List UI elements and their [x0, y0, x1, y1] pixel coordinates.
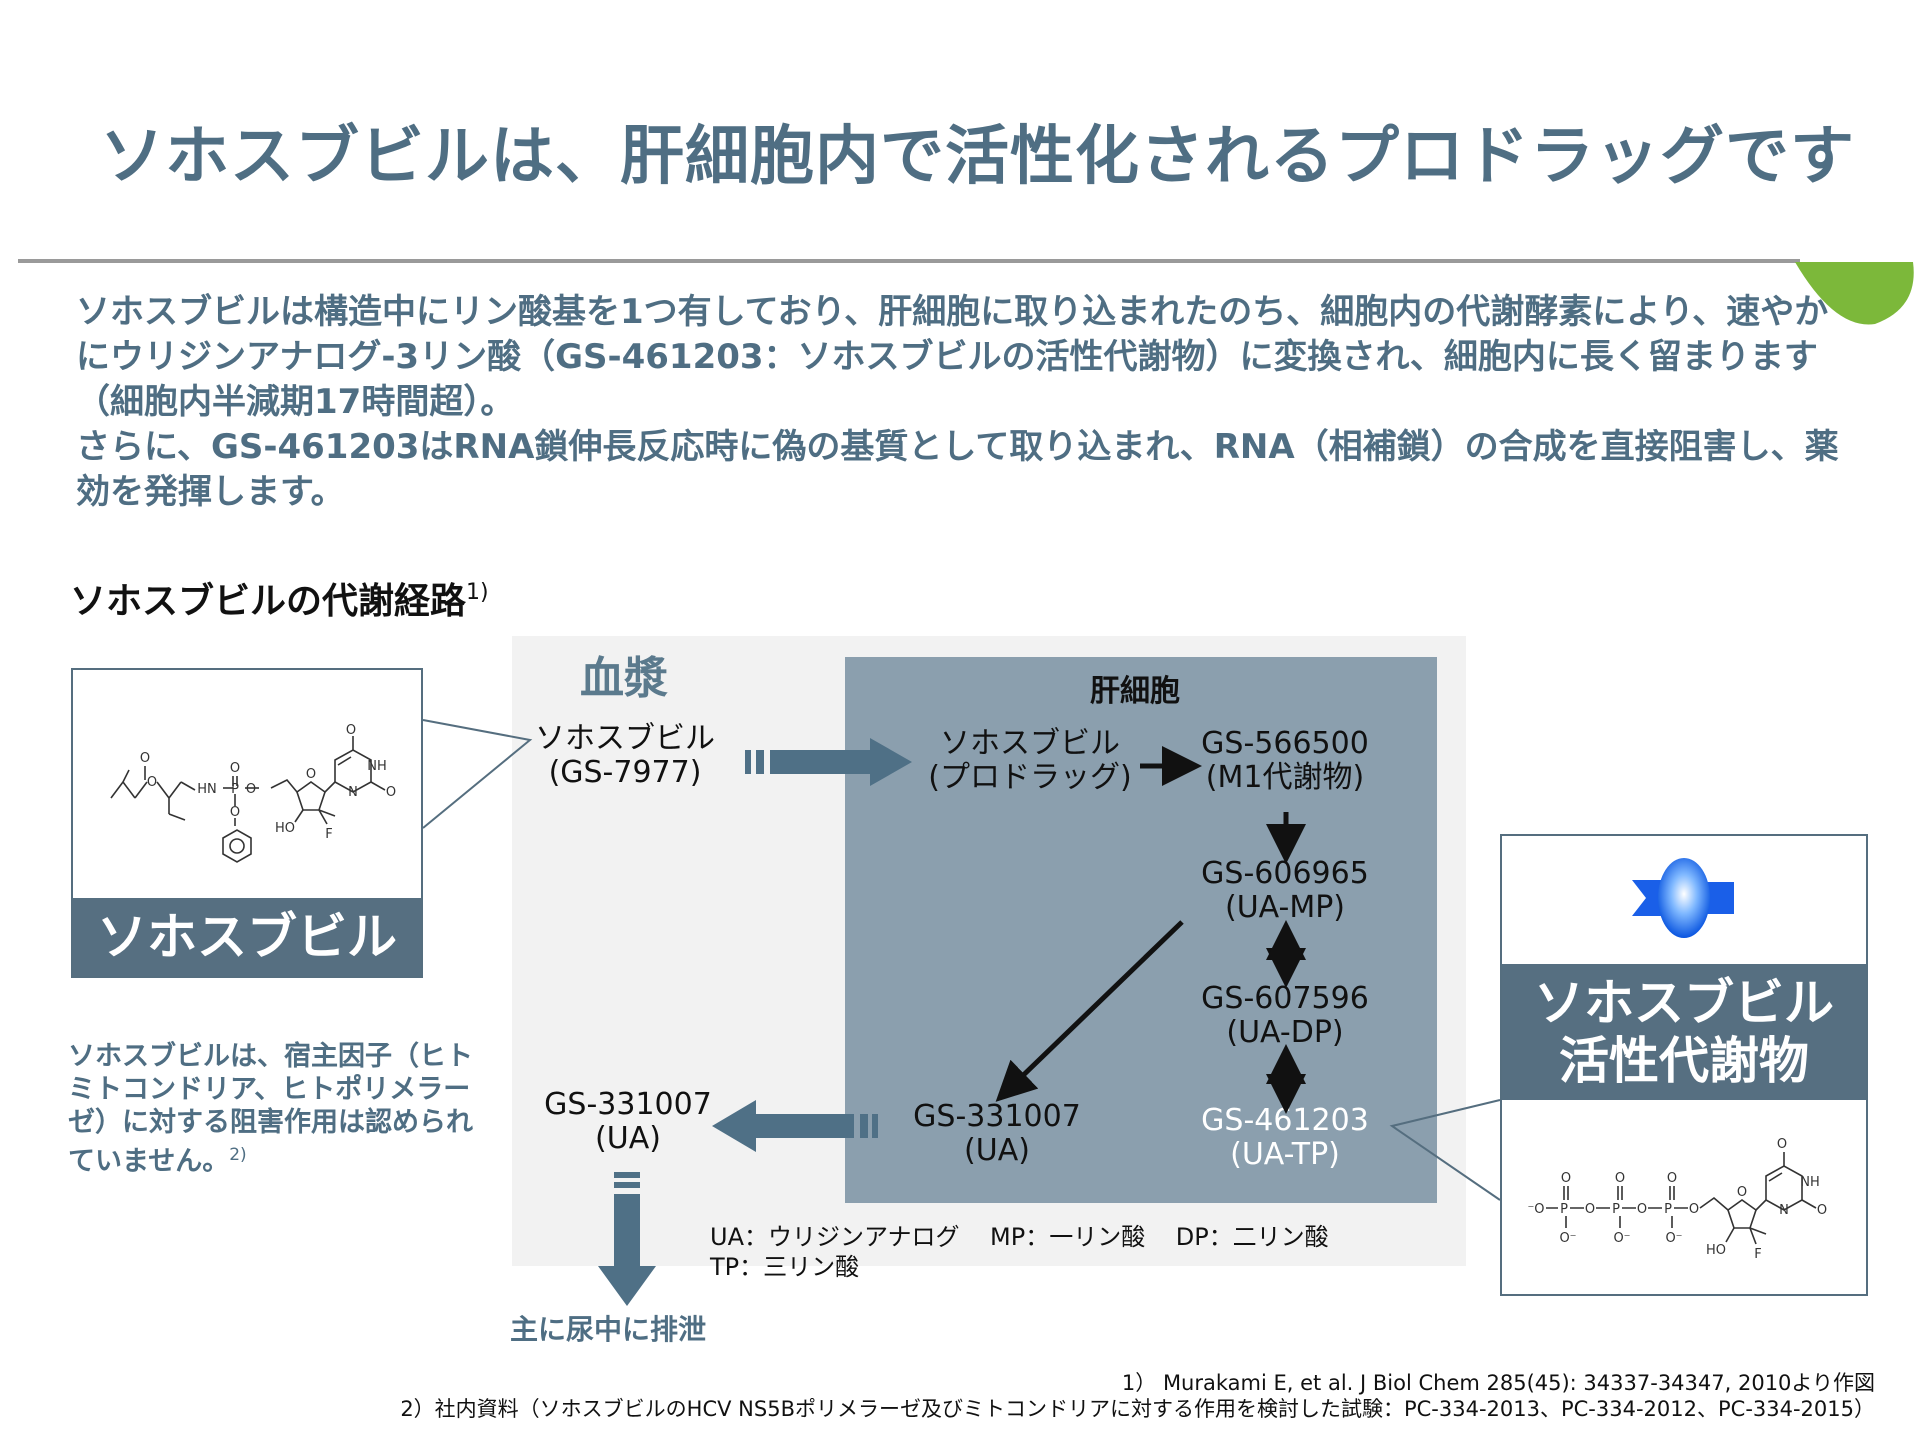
footnote-1: 1） Murakami E, et al. J Biol Chem 285(45…: [1121, 1371, 1875, 1395]
sof-atom-o-p-bottom: O: [230, 805, 240, 820]
host-factor-note: ソホスブビルは、宿主因子（ヒトミトコンドリア、ヒトポリメラーゼ）に対する阻害作用…: [68, 1040, 488, 1178]
section-heading-text: ソホスブビルの代謝経路: [70, 581, 467, 622]
node-gs607596: GS-607596 (UA-DP): [1190, 982, 1380, 1050]
page-title: ソホスブビルは、肝細胞内で活性化されるプロドラッグです: [100, 120, 1855, 194]
footnotes: 1） Murakami E, et al. J Biol Chem 285(45…: [330, 1370, 1875, 1422]
node-hep-gs331007-code: GS-331007: [913, 1099, 1081, 1134]
act-atom-o-p2-bottom: O⁻: [1613, 1231, 1630, 1246]
footnote-2: 2）社内資料（ソホスブビルのHCV NS5Bポリメラーゼ及びミトコンドリアに対す…: [400, 1397, 1875, 1421]
legend-dp: DP：二リン酸: [1175, 1223, 1329, 1251]
node-plasma-sofosbuvir-code: (GS-7977): [548, 755, 702, 790]
sof-atom-f: F: [325, 827, 332, 842]
excretion-label: 主に尿中に排泄: [510, 1313, 707, 1346]
node-gs606965-type: (UA-MP): [1224, 890, 1346, 925]
sof-atom-p: P: [231, 782, 239, 797]
act-atom-o-p1-top: O: [1561, 1171, 1571, 1186]
act-atom-o-ring: O: [1737, 1185, 1747, 1200]
legend-mp: MP：一リン酸: [990, 1223, 1146, 1251]
node-hep-sofosbuvir: ソホスブビル (プロドラッグ): [925, 727, 1135, 795]
act-atom-o-right: O: [1817, 1203, 1827, 1218]
node-gs606965-code: GS-606965: [1201, 856, 1369, 891]
node-gs606965: GS-606965 (UA-MP): [1190, 857, 1380, 925]
sof-atom-o-p-top: O: [230, 761, 240, 776]
host-factor-note-ref: 2): [229, 1145, 247, 1165]
intro-text: ソホスブビルは構造中にリン酸基を1つ有しており、肝細胞に取り込まれたのち、細胞内…: [76, 290, 1856, 515]
leaf-icon: [1795, 262, 1914, 325]
node-plasma-sofosbuvir-name: ソホスブビル: [535, 721, 715, 756]
act-atom-o-top: O: [1777, 1137, 1787, 1152]
act-atom-o-p2-top: O: [1615, 1171, 1625, 1186]
node-plasma-gs331007-type: (UA): [595, 1121, 661, 1156]
node-hep-sofosbuvir-name: ソホスブビル: [940, 726, 1120, 761]
sof-atom-o-ester: O: [147, 775, 157, 790]
sof-atom-ho: HO: [275, 821, 295, 836]
node-gs566500-type: (M1代謝物): [1205, 760, 1365, 795]
active-metabolite-label: ソホスブビル 活性代謝物: [1502, 964, 1866, 1100]
node-gs461203-code: GS-461203: [1201, 1103, 1369, 1138]
hepatocyte-label: 肝細胞: [1090, 674, 1180, 709]
title-divider: [18, 259, 1800, 263]
sof-atom-o-link: O: [246, 782, 256, 797]
sof-atom-hn: HN: [197, 782, 217, 797]
node-gs461203: GS-461203 (UA-TP): [1190, 1104, 1380, 1172]
sof-atom-nh: NH: [367, 759, 387, 774]
abbreviation-legend: UA：ウリジンアナログ MP：一リン酸 DP：二リン酸 TP：三リン酸: [710, 1222, 1450, 1282]
active-metabolite-label-line1: ソホスブビル: [1534, 974, 1834, 1032]
sofosbuvir-card: O NH N O O O HN O P O O O HO F ソホスブビル: [71, 668, 423, 978]
act-atom-p1: P: [1560, 1202, 1568, 1217]
active-metabolite-card: ソホスブビル 活性代謝物 O NH N O ⁻O P O: [1500, 834, 1868, 1296]
node-gs607596-code: GS-607596: [1201, 981, 1369, 1016]
host-factor-note-text: ソホスブビルは、宿主因子（ヒトミトコンドリア、ヒトポリメラーゼ）に対する阻害作用…: [68, 1041, 473, 1177]
sofosbuvir-card-label: ソホスブビル: [73, 898, 421, 976]
act-atom-o-link1: O: [1585, 1202, 1595, 1217]
active-metabolite-structure: O NH N O ⁻O P O P O P O O O O O⁻ O⁻ O⁻ O…: [1527, 1137, 1827, 1262]
node-hep-gs331007: GS-331007 (UA): [902, 1100, 1092, 1168]
legend-ua: UA：ウリジンアナログ: [710, 1223, 960, 1251]
sofosbuvir-structure: O NH N O O O HN O P O O O HO F: [110, 723, 396, 863]
act-atom-p2: P: [1612, 1202, 1620, 1217]
active-metabolite-label-line2: 活性代謝物: [1559, 1032, 1809, 1090]
intro-paragraph-2: さらに、GS-461203はRNA鎖伸長反応時に偽の基質として取り込まれ、RNA…: [76, 427, 1839, 512]
section-heading-ref: 1): [466, 580, 489, 605]
node-plasma-sofosbuvir: ソホスブビル (GS-7977): [535, 722, 715, 790]
node-plasma-gs331007: GS-331007 (UA): [533, 1088, 723, 1156]
sof-atom-o-carbonyl: O: [140, 751, 150, 766]
node-gs566500-code: GS-566500: [1201, 726, 1369, 761]
blue-capsule-icon: [1632, 858, 1734, 938]
sof-atom-n: N: [348, 785, 358, 800]
node-hep-gs331007-type: (UA): [964, 1133, 1030, 1168]
section-heading: ソホスブビルの代謝経路1): [70, 572, 489, 624]
act-atom-o-link3: O: [1689, 1202, 1699, 1217]
node-gs607596-type: (UA-DP): [1226, 1015, 1344, 1050]
act-atom-p3: P: [1664, 1202, 1672, 1217]
plasma-label: 血漿: [580, 653, 668, 704]
act-atom-o-p3-top: O: [1667, 1171, 1677, 1186]
act-atom-o-minus-left: ⁻O: [1527, 1202, 1544, 1217]
legend-tp: TP：三リン酸: [710, 1253, 860, 1281]
act-atom-ho: HO: [1706, 1243, 1726, 1258]
act-atom-nh: NH: [1800, 1175, 1820, 1190]
intro-paragraph-1: ソホスブビルは構造中にリン酸基を1つ有しており、肝細胞に取り込まれたのち、細胞内…: [76, 292, 1829, 422]
act-atom-o-p3-bottom: O⁻: [1665, 1231, 1682, 1246]
sof-atom-o-right: O: [386, 785, 396, 800]
act-atom-n: N: [1779, 1203, 1789, 1218]
act-atom-f: F: [1754, 1247, 1761, 1262]
node-gs461203-type: (UA-TP): [1230, 1137, 1340, 1172]
node-plasma-gs331007-code: GS-331007: [544, 1087, 712, 1122]
node-hep-sofosbuvir-type: (プロドラッグ): [928, 760, 1132, 795]
act-atom-o-p1-bottom: O⁻: [1559, 1231, 1576, 1246]
sof-atom-o-top: O: [346, 723, 356, 738]
node-gs566500: GS-566500 (M1代謝物): [1190, 727, 1380, 795]
act-atom-o-link2: O: [1637, 1202, 1647, 1217]
sof-atom-o-ring: O: [306, 767, 316, 782]
